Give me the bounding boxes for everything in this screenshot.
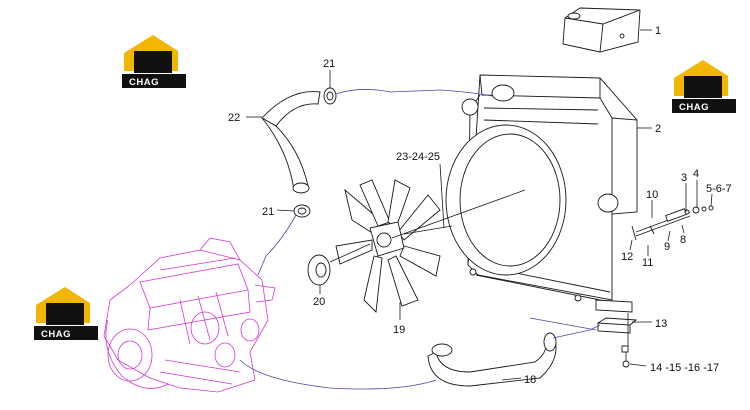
callout-18: 18: [524, 374, 536, 386]
upper-hose-part: [261, 91, 321, 194]
watermark-logo-left-top: H3 CHAG: [122, 35, 186, 88]
expansion-tank-part: [562, 7, 641, 53]
callout-1: 1: [655, 25, 661, 37]
watermark-logo-left-bottom: H3 CHAG: [34, 287, 98, 340]
callout-labels: 1 2 3 4 5-6-7 8 9 10 11 12 13 14 -15 -16…: [228, 25, 732, 386]
callout-8: 8: [680, 234, 686, 246]
callout-13: 13: [655, 318, 667, 330]
callout-11: 11: [642, 257, 653, 269]
cooling-fan-part: [335, 179, 526, 313]
callout-14-15-16-17: 14 -15 -16 -17: [650, 362, 719, 374]
callout-3: 3: [681, 172, 687, 184]
leader-lines: [246, 29, 713, 381]
lower-hose-part: [427, 332, 557, 387]
mounting-bracket-part: [597, 313, 638, 368]
callout-20: 20: [313, 296, 325, 308]
stay-rod-hardware: [631, 205, 714, 241]
svg-text:CHAG: CHAG: [129, 77, 159, 88]
callout-9: 9: [664, 241, 670, 253]
svg-text:CHAG: CHAG: [41, 329, 71, 340]
callout-19: 19: [393, 324, 405, 336]
engine-part: [103, 237, 276, 393]
radiator-part: [445, 74, 638, 313]
callout-12: 12: [621, 251, 633, 263]
svg-text:H3: H3: [685, 79, 709, 100]
svg-text:H3: H3: [135, 54, 159, 75]
callout-22: 22: [228, 112, 240, 124]
callout-10: 10: [646, 189, 658, 201]
callout-23-24-25: 23-24-25: [396, 151, 440, 163]
callout-21-lower: 21: [262, 206, 274, 218]
svg-text:H3: H3: [47, 306, 71, 327]
hose-clamp-lower-part: [293, 204, 311, 218]
watermark-logo-right: H3 CHAG: [672, 60, 736, 113]
hose-routing-lines: [239, 89, 601, 390]
callout-2: 2: [655, 123, 661, 135]
fan-spacer-part: [307, 243, 371, 286]
callout-21-upper: 21: [323, 58, 335, 70]
callout-4: 4: [693, 168, 699, 180]
hose-clamp-upper-part: [323, 87, 337, 105]
svg-text:CHAG: CHAG: [679, 102, 709, 113]
callout-5-6-7: 5-6-7: [706, 183, 732, 195]
